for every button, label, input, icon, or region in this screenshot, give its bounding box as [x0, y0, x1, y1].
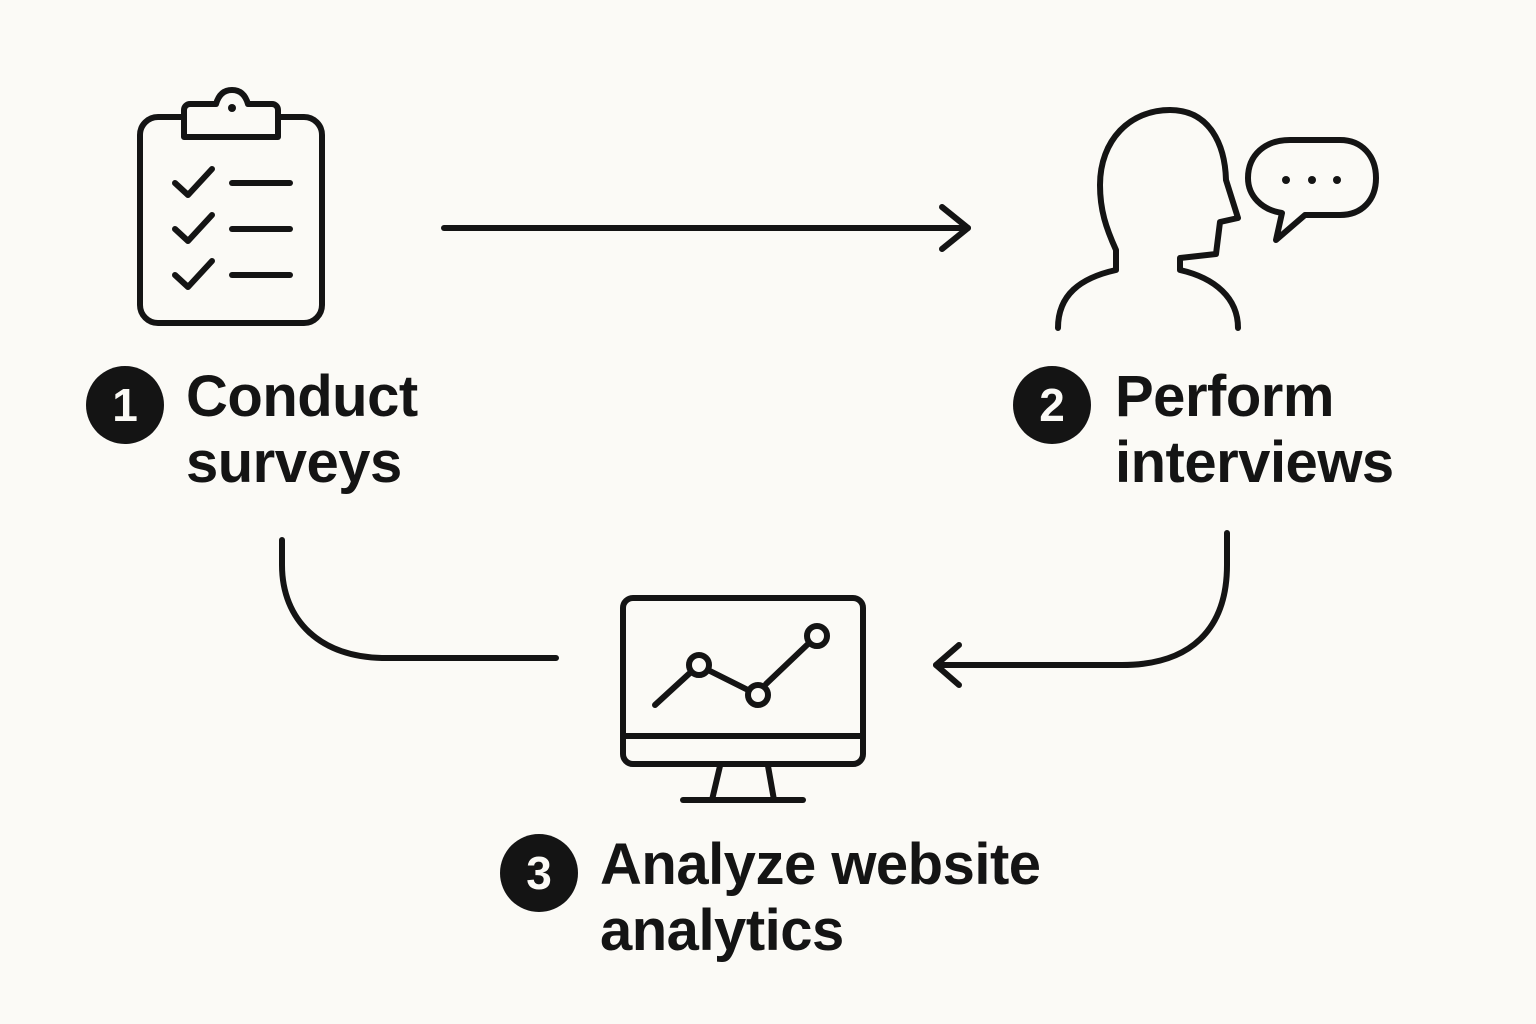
- step-1-label: 1 Conduct surveys: [86, 364, 418, 496]
- step-3-title-line1: Analyze website: [600, 832, 1041, 897]
- clipboard-checklist-icon: [137, 87, 325, 326]
- step-3-label: 3 Analyze website analytics: [500, 832, 1041, 964]
- person-speech-bubble-icon: [1055, 107, 1379, 331]
- step-3-badge: 3: [500, 834, 578, 912]
- step-2-title: Perform interviews: [1115, 364, 1394, 496]
- step-1-title-line1: Conduct: [186, 364, 418, 429]
- monitor-line-chart-icon: [620, 595, 866, 803]
- step-3-title: Analyze website analytics: [600, 832, 1041, 964]
- step-3-title-line2: analytics: [600, 898, 844, 963]
- step-2-label: 2 Perform interviews: [1013, 364, 1394, 496]
- arrow-step2-to-step3: [933, 530, 1230, 688]
- connector-step1-to-step3: [279, 537, 559, 661]
- step-1-title: Conduct surveys: [186, 364, 418, 496]
- arrow-step1-to-step2: [441, 204, 971, 252]
- step-1-title-line2: surveys: [186, 430, 402, 495]
- step-1-badge: 1: [86, 366, 164, 444]
- step-2-title-line1: Perform: [1115, 364, 1334, 429]
- step-2-badge: 2: [1013, 366, 1091, 444]
- step-2-title-line2: interviews: [1115, 430, 1394, 495]
